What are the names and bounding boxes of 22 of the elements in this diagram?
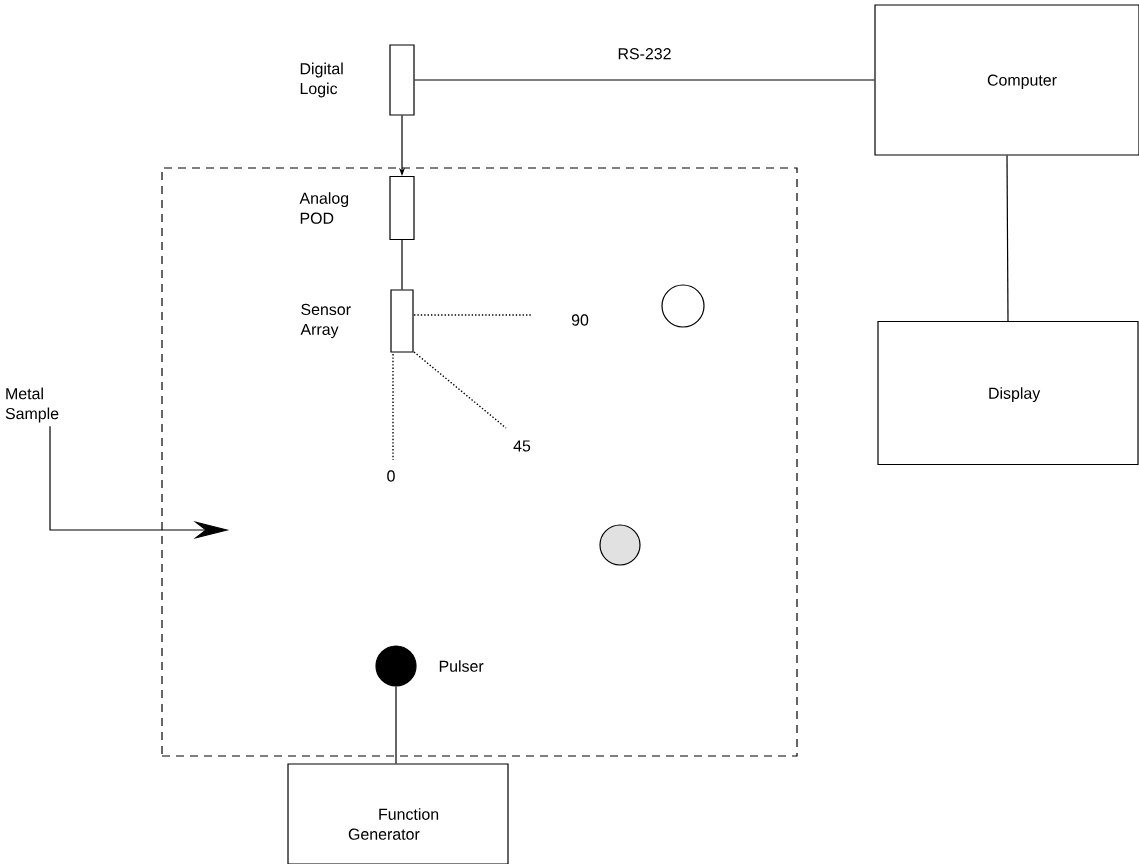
connector	[414, 79, 875, 81]
side-label: Metal Sample	[5, 387, 59, 423]
block-box: Analog POD	[299, 175, 415, 241]
node-label: Analog POD	[299, 192, 349, 224]
angle-label: 0	[387, 470, 395, 482]
circle-marker	[599, 524, 641, 566]
block-box: Computer	[874, 4, 1139, 156]
connector	[1006, 155, 1009, 322]
node-label: Digital Logic	[300, 62, 343, 98]
angle-label: 90	[571, 314, 589, 326]
node-label: Pulser	[439, 660, 484, 672]
angle-label: 45	[513, 440, 531, 452]
sample-region	[161, 167, 798, 757]
edge-label: RS-232	[618, 48, 671, 60]
connector	[401, 239, 403, 290]
circle-marker	[661, 284, 705, 328]
block-box: Function Generator	[287, 763, 509, 864]
block-box: Display	[877, 320, 1139, 466]
block-box: Digital Logic	[300, 44, 415, 116]
block-box: Sensor Array	[300, 289, 414, 353]
connector	[395, 686, 397, 764]
node-label: Sensor Array	[300, 303, 351, 339]
